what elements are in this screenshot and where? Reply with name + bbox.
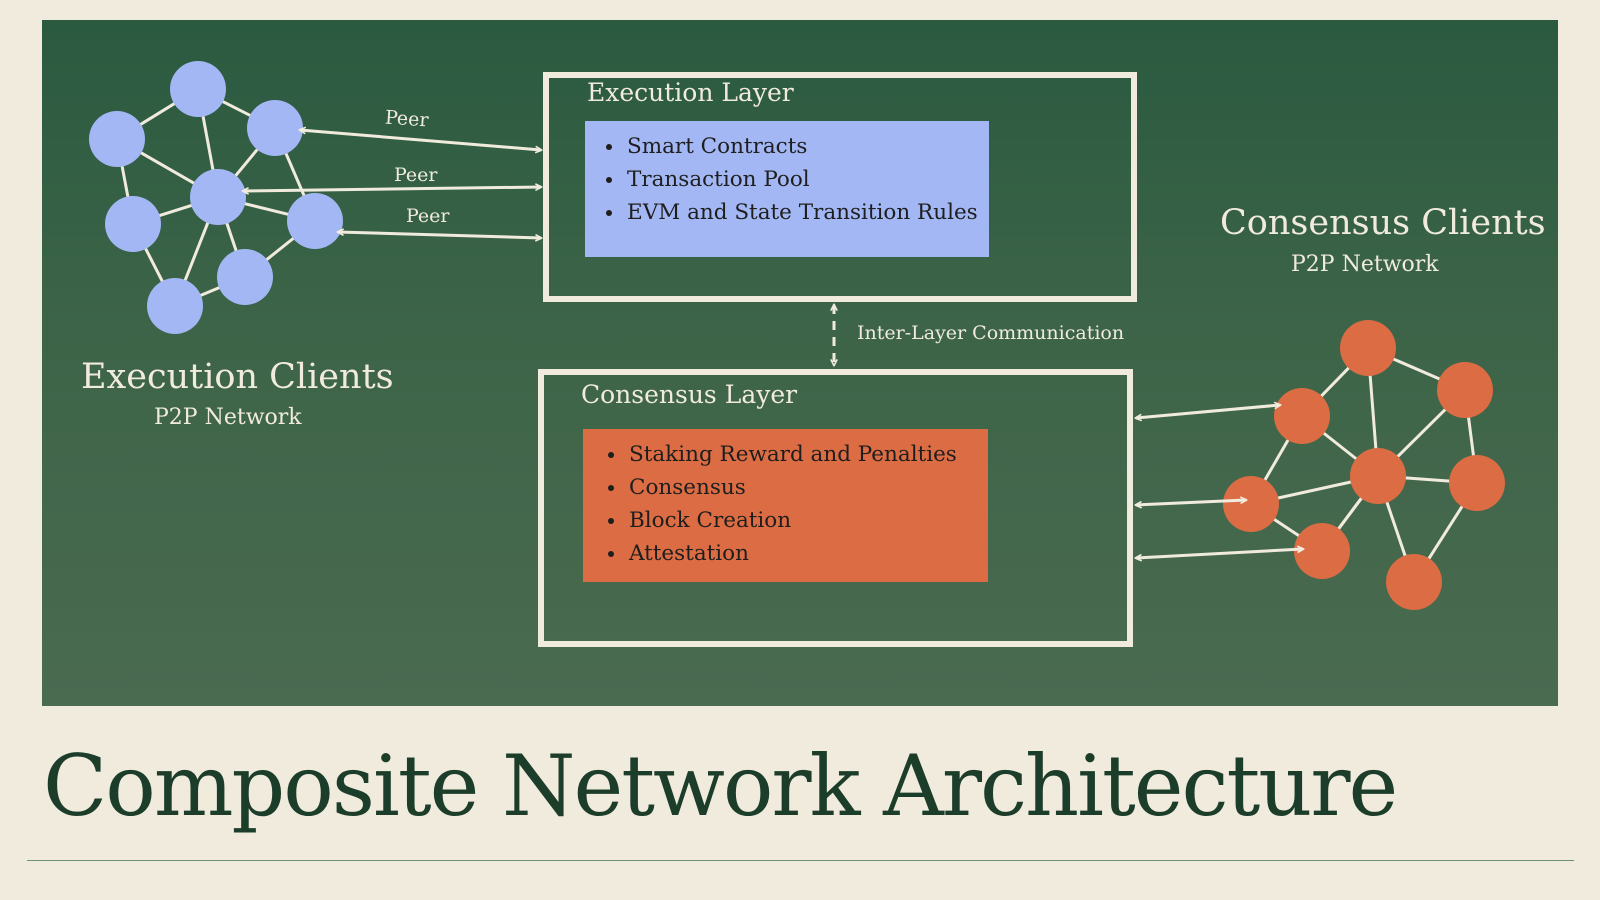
peer-connector	[243, 187, 541, 191]
consensus-client-edge	[1385, 497, 1407, 561]
list-item: Attestation	[627, 537, 988, 570]
peer-connector	[338, 232, 541, 238]
execution-clients-subtitle: P2P Network	[154, 405, 302, 430]
execution-client-edge	[239, 202, 293, 215]
consensus-client-edge	[1370, 370, 1377, 454]
consensus-client-edge	[1269, 516, 1303, 539]
peer-label: Peer	[384, 106, 430, 132]
consensus-client-node	[1437, 362, 1493, 418]
execution-client-edge	[284, 148, 307, 201]
consensus-client-edge	[1468, 412, 1474, 461]
list-item: Staking Reward and Penalties	[627, 438, 988, 471]
list-item: EVM and State Transition Rules	[625, 196, 989, 229]
execution-client-edge	[218, 97, 256, 120]
execution-client-edge	[183, 217, 210, 285]
consensus-client-edge	[1317, 364, 1352, 400]
execution-layer-box	[543, 72, 1137, 302]
execution-client-edge	[225, 218, 238, 256]
consensus-client-node	[1223, 476, 1279, 532]
execution-client-node	[287, 193, 343, 249]
execution-client-node	[217, 249, 273, 305]
execution-client-edge	[202, 111, 214, 176]
execution-layer-list: Smart Contracts Transaction Pool EVM and…	[585, 121, 989, 257]
inter-layer-label: Inter-Layer Communication	[857, 322, 1125, 344]
consensus-connector	[1136, 500, 1246, 505]
consensus-client-node	[1449, 455, 1505, 511]
execution-client-node	[89, 111, 145, 167]
execution-layer-title: Execution Layer	[587, 78, 794, 107]
consensus-connector	[1136, 405, 1280, 418]
consensus-client-node	[1386, 554, 1442, 610]
consensus-client-edge	[1262, 435, 1291, 485]
title-divider	[27, 860, 1574, 861]
execution-client-edge	[136, 101, 180, 128]
page-title: Composite Network Architecture	[43, 737, 1398, 835]
consensus-client-edge	[1272, 481, 1356, 500]
consensus-connector	[1136, 549, 1303, 558]
consensus-client-edge	[1426, 502, 1465, 564]
execution-client-edge	[232, 145, 261, 180]
consensus-layer-list: Staking Reward and Penalties Consensus B…	[583, 429, 988, 582]
execution-client-node	[190, 169, 246, 225]
consensus-client-edge	[1394, 405, 1450, 460]
list-item: Smart Contracts	[625, 130, 989, 163]
consensus-layer-box	[538, 369, 1133, 647]
execution-client-edge	[121, 161, 129, 203]
peer-label: Peer	[394, 164, 438, 186]
consensus-client-edge	[1400, 478, 1455, 482]
consensus-client-node	[1340, 320, 1396, 376]
execution-client-node	[105, 196, 161, 252]
list-item: Consensus	[627, 471, 988, 504]
consensus-layer-title: Consensus Layer	[581, 380, 798, 409]
consensus-client-node	[1274, 388, 1330, 444]
peer-connector	[300, 130, 541, 150]
execution-clients-title: Execution Clients	[81, 357, 394, 397]
execution-client-edge	[154, 204, 197, 218]
consensus-client-node	[1294, 523, 1350, 579]
consensus-client-edge	[1388, 357, 1445, 382]
consensus-client-edge	[1319, 430, 1360, 463]
execution-client-node	[247, 100, 303, 156]
consensus-client-node	[1350, 448, 1406, 504]
execution-client-edge	[262, 235, 298, 264]
peer-label: Peer	[406, 205, 450, 227]
execution-client-edge	[141, 244, 167, 287]
list-item: Transaction Pool	[625, 163, 989, 196]
list-item: Block Creation	[627, 504, 988, 537]
consensus-clients-subtitle: P2P Network	[1291, 252, 1439, 277]
consensus-client-edge	[1335, 494, 1365, 534]
execution-client-edge	[136, 148, 199, 188]
execution-client-node	[147, 278, 203, 334]
consensus-clients-title: Consensus Clients	[1220, 203, 1546, 243]
execution-client-node	[170, 61, 226, 117]
